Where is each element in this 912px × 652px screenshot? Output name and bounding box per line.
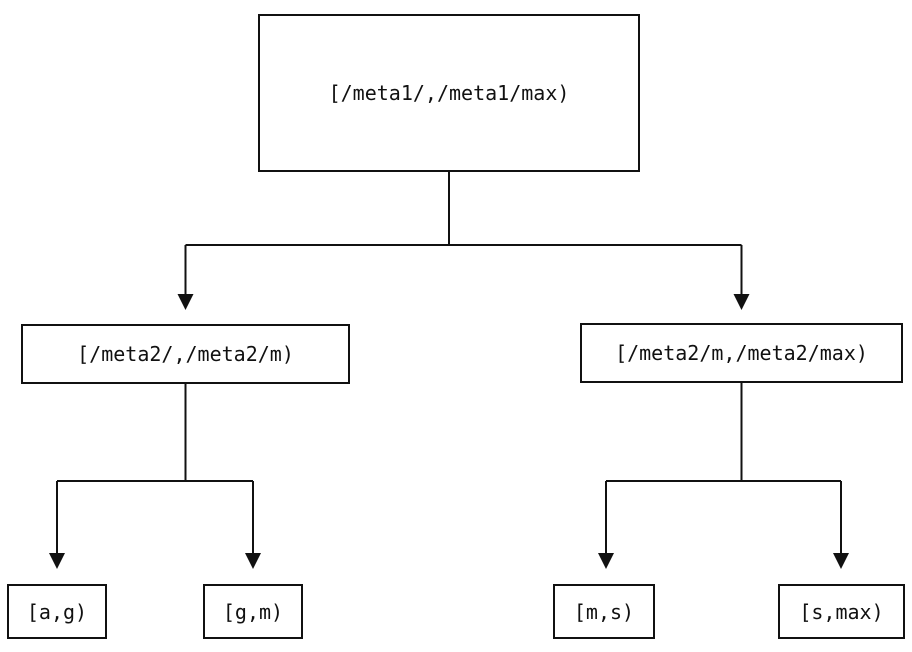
arrowhead-root-to-left <box>177 294 194 310</box>
node-leaf-smax: [s,max) <box>778 584 905 639</box>
node-root: [/meta1/,/meta1/max) <box>258 14 640 172</box>
edge-root-children-line <box>184 172 743 294</box>
arrowhead-left-to-ag <box>49 553 65 569</box>
node-leaf-gm-label: [g,m) <box>222 599 284 624</box>
node-leaf-gm: [g,m) <box>203 584 303 639</box>
node-root-label: [/meta1/,/meta1/max) <box>328 81 570 105</box>
arrowhead-left-to-gm <box>245 553 261 569</box>
edge-right-children-line <box>605 383 842 553</box>
node-right-range: [/meta2/m,/meta2/max) <box>580 323 903 383</box>
node-left-range: [/meta2/,/meta2/m) <box>21 324 350 384</box>
edge-left-children-line <box>56 384 254 553</box>
arrowhead-right-to-ms <box>598 553 614 569</box>
node-leaf-ms: [m,s) <box>553 584 655 639</box>
node-leaf-ag: [a,g) <box>7 584 107 639</box>
node-leaf-ag-label: [a,g) <box>26 599 88 624</box>
node-left-range-label: [/meta2/,/meta2/m) <box>77 342 294 366</box>
node-leaf-smax-label: [s,max) <box>799 599 884 624</box>
arrowhead-right-to-smax <box>833 553 849 569</box>
node-right-range-label: [/meta2/m,/meta2/max) <box>615 341 868 365</box>
node-leaf-ms-label: [m,s) <box>573 599 635 624</box>
arrowhead-root-to-right <box>733 294 750 310</box>
